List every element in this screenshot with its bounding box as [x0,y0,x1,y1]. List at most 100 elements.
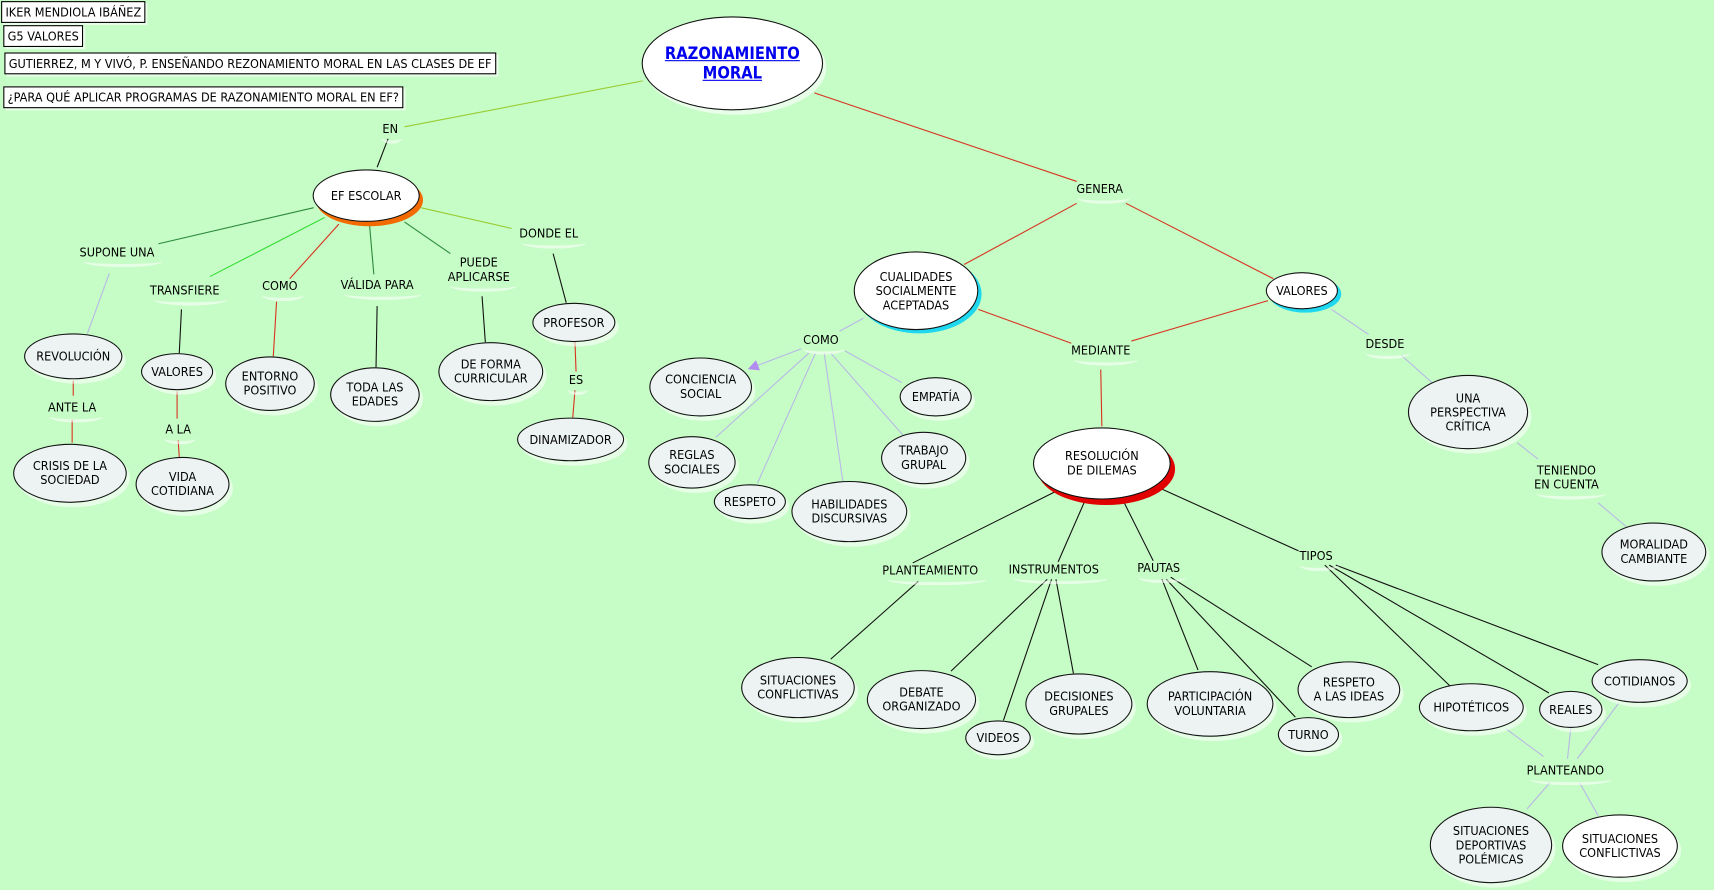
link-label-supone[interactable]: SUPONE UNA [76,244,164,268]
concept-node-debate[interactable]: DEBATE ORGANIZADO [866,670,977,730]
connection-line [1161,579,1199,671]
concept-node-dinamizador[interactable]: DINAMIZADOR [517,417,625,462]
concept-label: SITUACIONES DEPORTIVAS POLÉMICAS [1452,822,1530,867]
concept-node-decisiones[interactable]: DECISIONES GRUPALES [1025,673,1133,735]
concept-node-moralidad[interactable]: MORALIDAD CAMBIANTE [1601,522,1707,582]
group-box: G5 VALORES [3,25,84,48]
concept-node-vida[interactable]: VIDA COTIDIANA [135,456,230,512]
connection-line [481,296,486,343]
concept-label: COTIDIANOS [1603,672,1676,689]
connection-line [1505,728,1544,757]
link-label-ala[interactable]: A LA [162,421,197,445]
concept-label: TURNO [1288,726,1329,742]
concept-node-conciencia[interactable]: CONCIENCIA SOCIAL [649,357,753,417]
concept-label: REVOLUCIÓN [36,348,111,364]
main-concept-link[interactable]: RAZONAMIENTO MORAL [664,43,800,84]
connection-line [1566,727,1572,759]
concept-node-toda-edades[interactable]: TODA LAS EDADES [330,367,420,422]
link-label-planteamiento[interactable]: PLANTEAMIENTO [879,562,988,586]
link-label-ante[interactable]: ANTE LA [45,400,103,423]
concept-node-videos[interactable]: VIDEOS [965,720,1031,756]
concept-label: SITUACIONES CONFLICTIVAS [757,672,839,702]
connection-line [272,301,278,357]
connection-line [1526,782,1551,810]
connection-line [839,317,864,332]
concept-node-reglas[interactable]: REGLAS SOCIALES [648,436,736,489]
link-label-en[interactable]: EN [379,121,403,144]
link-label-es[interactable]: ES [566,372,588,396]
link-label-mediante[interactable]: MEDIANTE [1068,343,1138,366]
link-label-tipos[interactable]: TIPOS [1296,548,1339,572]
concept-node-crisis[interactable]: CRISIS DE LA SOCIEDAD [13,443,127,503]
concept-node-ef-escolar[interactable]: EF ESCOLAR [312,169,420,222]
concept-node-revolucion[interactable]: REVOLUCIÓN [24,333,123,380]
concept-node-valores-2[interactable]: VALORES [1265,272,1338,310]
link-label-donde[interactable]: DONDE EL [516,226,586,249]
concept-label: EF ESCOLAR [330,187,402,203]
concept-node-habilidades[interactable]: HABILIDADES DISCURSIVAS [791,480,908,543]
concept-label: TODA LAS EDADES [346,379,404,409]
concept-label: DE FORMA CURRICULAR [453,356,528,386]
concept-node-hipoteticos[interactable]: HIPOTÉTICOS [1418,683,1524,732]
main-concept-node[interactable]: RAZONAMIENTO MORAL [641,16,824,111]
link-label-desde[interactable]: DESDE [1362,336,1410,360]
connection-line [404,221,451,255]
connection-line [574,342,577,372]
concept-node-perspectiva[interactable]: UNA PERSPECTIVA CRÍTICA [1407,374,1529,450]
connection-line [1125,202,1274,280]
connection-line [823,352,844,482]
question-box: ¿PARA QUÉ APLICAR PROGRAMAS DE RAZONAMIE… [3,86,404,109]
concept-node-turno[interactable]: TURNO [1277,717,1340,753]
link-label-teniendo[interactable]: TENIENDO EN CUENTA [1531,462,1607,500]
link-label-transfiere[interactable]: TRANSFIERE [147,283,228,306]
concept-node-sit-deportivas[interactable]: SITUACIONES DEPORTIVAS POLÉMICAS [1429,806,1553,884]
connection-line [404,80,643,128]
concept-node-cotidianos[interactable]: COTIDIANOS [1591,659,1688,703]
link-label-puede[interactable]: PUEDE APLICARSE [444,255,517,292]
concept-label: HIPOTÉTICOS [1433,699,1510,715]
connection-line [209,217,325,278]
concept-label: CONCIENCIA SOCIAL [665,371,737,402]
connection-line [1165,578,1296,718]
concept-label: EMPATÍA [911,388,960,404]
link-label-planteando[interactable]: PLANTEANDO [1523,762,1613,786]
concept-label: CUALIDADES SOCIALMENTE ACEPTADAS [875,268,957,313]
concept-node-entorno[interactable]: ENTORNO POSITIVO [225,356,315,412]
concept-label: RESOLUCIÓN DE DILEMAS [1065,448,1139,478]
concept-label: SITUACIONES CONFLICTIVAS [1579,830,1661,861]
connection-line [1002,579,1053,721]
connection-line [1400,354,1433,383]
concept-node-trabajo[interactable]: TRABAJO GRUPAL [881,431,967,485]
concept-node-cualidades[interactable]: CUALIDADES SOCIALMENTE ACEPTADAS [853,251,979,331]
concept-node-respeto-ideas[interactable]: RESPETO A LAS IDEAS [1297,661,1401,719]
link-label-pautas[interactable]: PAUTAS [1134,560,1187,584]
connection-line [368,224,375,275]
connection-line [86,273,110,334]
concept-node-forma-curricular[interactable]: DE FORMA CURRICULAR [438,342,544,402]
concept-node-resolucion[interactable]: RESOLUCIÓN DE DILEMAS [1032,427,1171,500]
link-label-como-1[interactable]: COMO [259,278,304,302]
concept-node-respeto[interactable]: RESPETO [713,484,786,520]
link-label-valida[interactable]: VÁLIDA PARA [337,277,422,301]
connection-line [1324,564,1451,687]
concept-label: VALORES [1276,282,1328,298]
concept-node-participacion[interactable]: PARTICIPACIÓN VOLUNTARIA [1146,671,1274,737]
connection-line [1516,442,1539,460]
concept-label: RESPETO A LAS IDEAS [1313,674,1385,704]
concept-label: REGLAS SOCIALES [664,447,720,477]
concept-node-empatia[interactable]: EMPATÍA [899,377,972,417]
concept-node-reales[interactable]: REALES [1539,690,1603,729]
link-label-genera[interactable]: GENERA [1073,181,1130,204]
connection-line [844,350,903,384]
concept-node-sit-conf-1[interactable]: SITUACIONES CONFLICTIVAS [741,656,855,719]
concept-node-valores-1[interactable]: VALORES [141,353,214,391]
concept-node-sit-conf-2[interactable]: SITUACIONES CONFLICTIVAS [1562,814,1678,878]
link-label-instrumentos[interactable]: INSTRUMENTOS [1005,561,1108,585]
concept-node-profesor[interactable]: PROFESOR [532,302,616,343]
connection-line [1579,782,1599,816]
concept-label: REALES [1549,701,1593,717]
link-label-como-2[interactable]: COMO [800,332,845,355]
connection-line [1131,300,1269,342]
